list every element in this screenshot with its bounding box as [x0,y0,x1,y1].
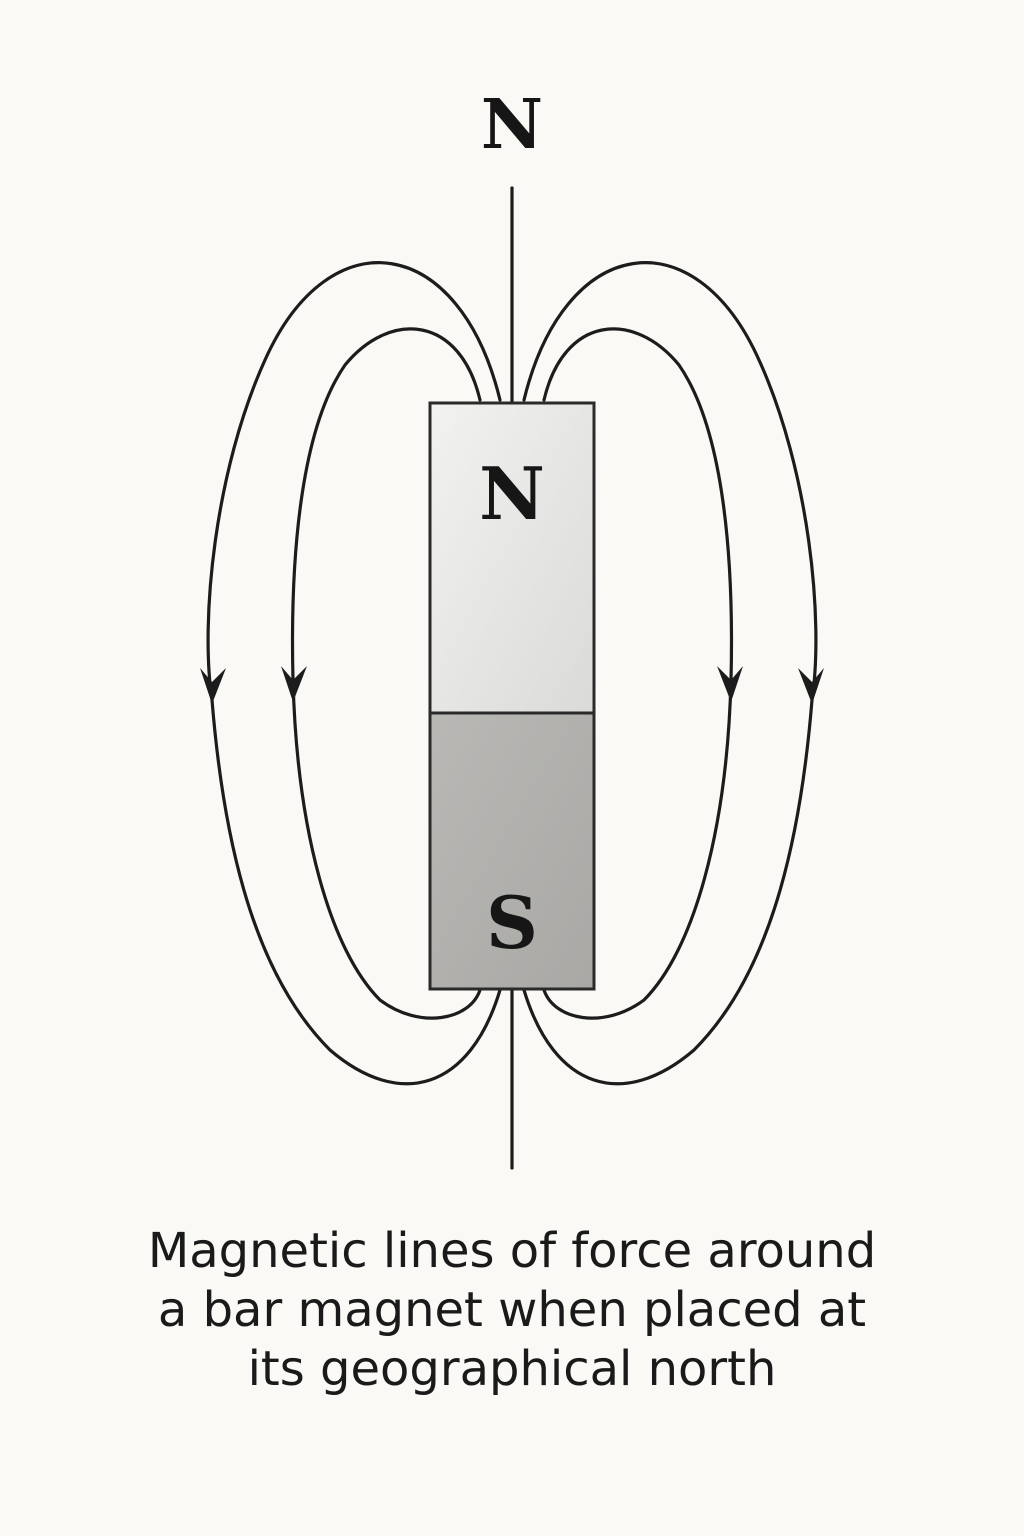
bar-magnet: N S [428,401,596,991]
magnet-outline [428,401,596,991]
arrow-outer-right [798,668,824,704]
arrow-inner-left [281,666,307,702]
magnet-north-label: N [479,451,545,536]
caption-line: a bar magnet when placed at [157,1282,867,1338]
magnet-south-label: S [486,880,538,965]
caption-line: its geographical north [247,1341,777,1397]
geographic-north-label: N [481,85,543,165]
arrow-inner-right [717,666,743,702]
field-line-inner-right [542,327,734,1020]
magnet-south-half [430,713,594,989]
magnet-north-half [430,403,594,713]
arrow-outer-left [200,668,226,704]
caption-line: Magnetic lines of force around [147,1223,877,1279]
field-line-inner-left [290,327,482,1020]
diagram-caption: Magnetic lines of force around a bar mag… [62,1222,962,1399]
